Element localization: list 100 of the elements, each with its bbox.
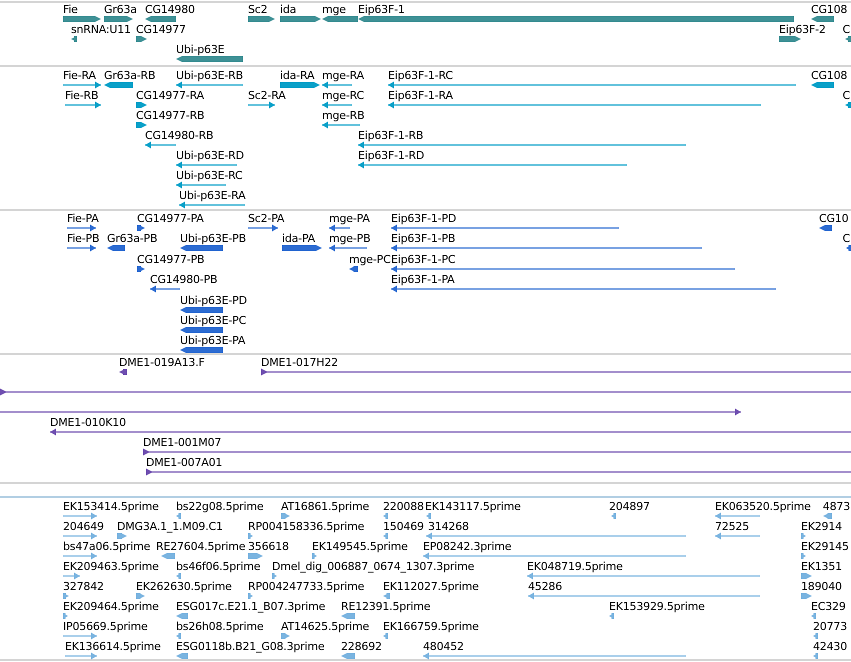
feature-label: Ubi-p63E-PC	[180, 314, 246, 328]
feature-label: IP05669.5prime	[63, 620, 148, 634]
feature-label: CG10	[819, 212, 848, 226]
feature-label: ESG017c.E21.1_B07.3prime	[176, 600, 326, 614]
feature-label: Eip63F-1	[358, 3, 405, 17]
feature-label: 356618	[248, 540, 289, 554]
feature-label: EC329	[811, 600, 846, 614]
feature-label: Fie-RA	[63, 69, 96, 83]
feature-label: EK112027.5prime	[383, 580, 479, 594]
feature-label: bs26h08.5prime	[176, 620, 264, 634]
feature-label: C	[842, 232, 850, 246]
feature-label: RE27604.5prime	[156, 540, 246, 554]
feature-label: RP004158336.5prime	[248, 520, 364, 534]
feature-label: RE12391.5prime	[341, 600, 430, 614]
feature-label: Eip63F-1-PD	[391, 212, 456, 226]
feature-label: Eip63F-1-PA	[391, 273, 455, 287]
feature-label: bs22g08.5prime	[176, 500, 264, 514]
feature-label: EK29145	[801, 540, 849, 554]
feature-label: CG14980-RB	[145, 129, 214, 143]
feature-label: EK262630.5prime	[136, 580, 232, 594]
feature-label: 480452	[423, 640, 464, 654]
feature-label: mge	[322, 3, 346, 17]
feature-label: C	[842, 89, 850, 103]
feature-label: Ubi-p63E-PD	[180, 294, 247, 308]
feature-label: AT14625.5prime	[281, 620, 370, 634]
feature-label: Eip63F-1-RC	[388, 69, 453, 83]
feature-label: CG14977-PA	[137, 212, 204, 226]
feature-label: Sc2-PA	[248, 212, 284, 226]
feature-label: mge-RC	[322, 89, 364, 103]
feature-label: EK2914	[801, 520, 842, 534]
feature-label: EK149545.5prime	[312, 540, 408, 554]
feature-label: Ubi-p63E-PA	[180, 334, 246, 348]
feature-label: Gr63a	[104, 3, 137, 17]
feature-label: DME1-019A13.F	[119, 356, 205, 370]
feature-label: 314268	[428, 520, 469, 534]
feature-label: EK063520.5prime	[715, 500, 811, 514]
feature-label: CG14977	[136, 23, 186, 37]
feature-label: Fie-PB	[67, 232, 100, 246]
feature-label: EP08242.3prime	[423, 540, 512, 554]
feature-label: 189040	[801, 580, 842, 594]
feature-label: Eip63F-1-PC	[391, 253, 456, 267]
feature-label: CG14980	[145, 3, 195, 17]
feature-label: ida-RA	[280, 69, 314, 83]
feature-label: bs46f06.5prime	[176, 560, 260, 574]
feature-label: mge-RA	[322, 69, 364, 83]
feature-label: Fie-PA	[67, 212, 99, 226]
feature-label: EK1351	[801, 560, 842, 574]
feature-label: 220088	[383, 500, 424, 514]
feature-label: CG14977-RB	[136, 109, 204, 123]
feature-label: CG108	[811, 69, 848, 83]
feature-label: EK166759.5prime	[383, 620, 479, 634]
feature-label: EK209463.5prime	[63, 560, 159, 574]
feature-label: Dmel_dig_006887_0674_1307.3prime	[272, 560, 474, 574]
feature-label: EK136614.5prime	[65, 640, 161, 654]
feature-label: EK048719.5prime	[527, 560, 623, 574]
feature-label: DME1-007A01	[146, 456, 222, 470]
feature-label: DME1-017H22	[261, 356, 338, 370]
feature-label: Ubi-p63E-RD	[176, 149, 244, 163]
feature-label: EK209464.5prime	[63, 600, 159, 614]
feature-label: Gr63a-RB	[104, 69, 156, 83]
feature-label: snRNA:U11	[71, 23, 131, 37]
feature-label: C	[842, 23, 850, 37]
feature-label: 327842	[63, 580, 104, 594]
feature-label: ida-PA	[282, 232, 316, 246]
feature-label: DMG3A.1_1.M09.C1	[117, 520, 223, 534]
feature-label: 204649	[63, 520, 104, 534]
feature-label: Fie-RB	[65, 89, 98, 103]
feature-label: EK143117.5prime	[425, 500, 521, 514]
feature-label: 72525	[715, 520, 749, 534]
feature-label: ESG0118b.B21_G08.3prime	[176, 640, 324, 654]
feature-label: CG108	[811, 3, 848, 17]
feature-label: 4873	[822, 500, 850, 514]
feature-label: Ubi-p63E-RA	[179, 189, 246, 203]
feature-label: EK153414.5prime	[63, 500, 159, 514]
feature-label: Ubi-p63E-RB	[176, 69, 243, 83]
feature-label: DME1-010K10	[50, 416, 126, 430]
feature-label: ida	[280, 3, 296, 17]
feature-label: 228692	[341, 640, 382, 654]
feature-label: Sc2	[248, 3, 268, 17]
feature-label: mge-PA	[329, 212, 370, 226]
feature-label: 20773	[813, 620, 847, 634]
feature-label: 150469	[383, 520, 424, 534]
feature-label: AT16861.5prime	[281, 500, 370, 514]
feature-label: EK153929.5prime	[609, 600, 705, 614]
feature-label: 42430	[813, 640, 847, 654]
feature-label: Sc2-RA	[248, 89, 286, 103]
feature-label: Ubi-p63E-RC	[176, 169, 243, 183]
feature-label: CG14977-PB	[137, 253, 204, 267]
feature-label: Fie	[63, 3, 78, 17]
feature-label: CG14980-PB	[150, 273, 218, 287]
feature-label: Ubi-p63E	[176, 43, 224, 57]
feature-label: Gr63a-PB	[107, 232, 158, 246]
feature-label: mge-PC	[349, 253, 391, 267]
feature-label: CG14977-RA	[136, 89, 204, 103]
feature-label: bs47a06.5prime	[63, 540, 150, 554]
feature-label: Eip63F-1-RB	[358, 129, 424, 143]
feature-label: Eip63F-1-RA	[388, 89, 453, 103]
feature-label: 204897	[609, 500, 650, 514]
feature-label: Eip63F-1-PB	[391, 232, 456, 246]
feature-label: 45286	[528, 580, 562, 594]
